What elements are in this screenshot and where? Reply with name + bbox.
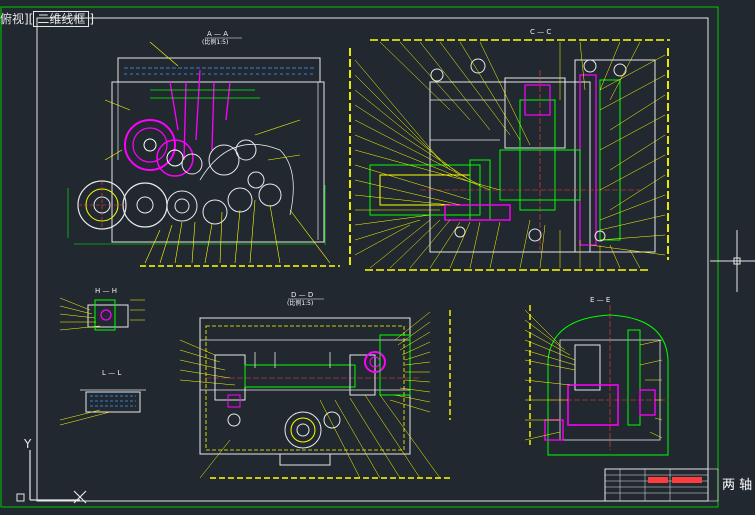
- view-hh-title: H — H: [95, 287, 117, 295]
- title-block: 两 轴: [604, 468, 752, 502]
- view-cc: C — C: [349, 28, 670, 271]
- title-block-name: 两 轴: [722, 478, 752, 493]
- view-ll-title: L — L: [102, 369, 121, 377]
- ucs-y-label: Y: [23, 437, 32, 451]
- view-dd: D — D (比例1:5): [179, 291, 451, 479]
- view-aa: A — A (比例1:5): [67, 30, 340, 267]
- view-dd-title: D — D: [291, 291, 313, 299]
- view-aa-title: A — A: [207, 30, 228, 38]
- view-aa-scale: (比例1:5): [202, 38, 228, 46]
- visual-style-label[interactable]: 二维线框: [33, 11, 90, 27]
- inner-frame: [36, 17, 709, 502]
- viewport-view-label[interactable]: 俯视][: [0, 12, 34, 26]
- view-ee-title: E — E: [590, 296, 610, 304]
- view-cc-title: C — C: [530, 28, 551, 36]
- viewport-controls[interactable]: 俯视][二维线框]: [0, 10, 95, 27]
- ucs-axis-icon: Y: [16, 437, 87, 504]
- view-dd-scale: (比例1:5): [287, 299, 313, 307]
- view-ee: E — E: [524, 296, 669, 456]
- view-hh: H — H: [59, 287, 145, 331]
- view-ll: L — L: [59, 369, 146, 426]
- crosshair-cursor-icon: [710, 230, 755, 292]
- outer-frame: [0, 6, 719, 508]
- viewport-bracket-close: ]: [89, 12, 95, 26]
